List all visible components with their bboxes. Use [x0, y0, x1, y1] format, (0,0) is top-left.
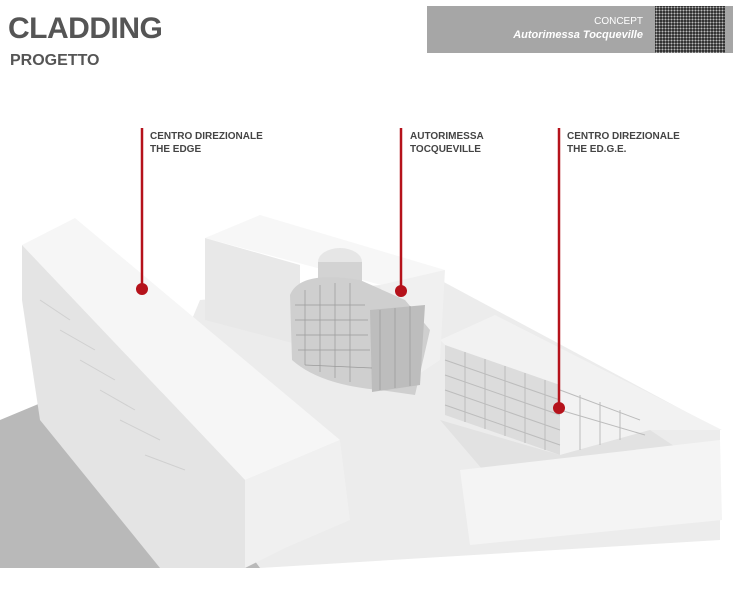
- page-title: CLADDING: [8, 12, 163, 45]
- cladding-pattern-swatch: [655, 6, 725, 53]
- page-subtitle: PROGETTO: [10, 52, 100, 69]
- cladding-mesh: [295, 283, 411, 390]
- edge-long-side: [22, 245, 245, 568]
- label-line: THE EDGE: [150, 144, 202, 155]
- label-line: CENTRO DIREZIONALE: [567, 131, 680, 142]
- edge-grid-lines: [444, 352, 646, 450]
- edge-building-front: [460, 440, 722, 545]
- label-line: CENTRO DIREZIONALE: [150, 131, 263, 142]
- label-line: TOCQUEVILLE: [410, 144, 481, 155]
- cladding-facade: [370, 305, 425, 392]
- label-the-edge-2: CENTRO DIREZIONALE THE ED.G.E.: [567, 130, 680, 156]
- callout-dot-edge: [136, 283, 148, 295]
- banner-project: Autorimessa Tocqueville: [513, 29, 643, 41]
- callout-dot-tocqueville: [395, 285, 407, 297]
- edge-building-top: [440, 315, 722, 455]
- label-the-edge: CENTRO DIREZIONALE THE EDGE: [150, 130, 263, 156]
- banner-concept: CONCEPT: [594, 16, 643, 27]
- callout-dot-edge2: [553, 402, 565, 414]
- label-line: AUTORIMESSA: [410, 131, 484, 142]
- label-tocqueville: AUTORIMESSA TOCQUEVILLE: [410, 130, 484, 156]
- edge-building-grid: [445, 345, 560, 455]
- edge-long-top: [22, 218, 340, 480]
- parking-block-side: [205, 238, 300, 345]
- label-line: THE ED.G.E.: [567, 144, 627, 155]
- concept-banner: CONCEPT Autorimessa Tocqueville: [427, 6, 733, 53]
- edge-long-end: [245, 440, 350, 568]
- edge-long-ribs: [39, 299, 186, 471]
